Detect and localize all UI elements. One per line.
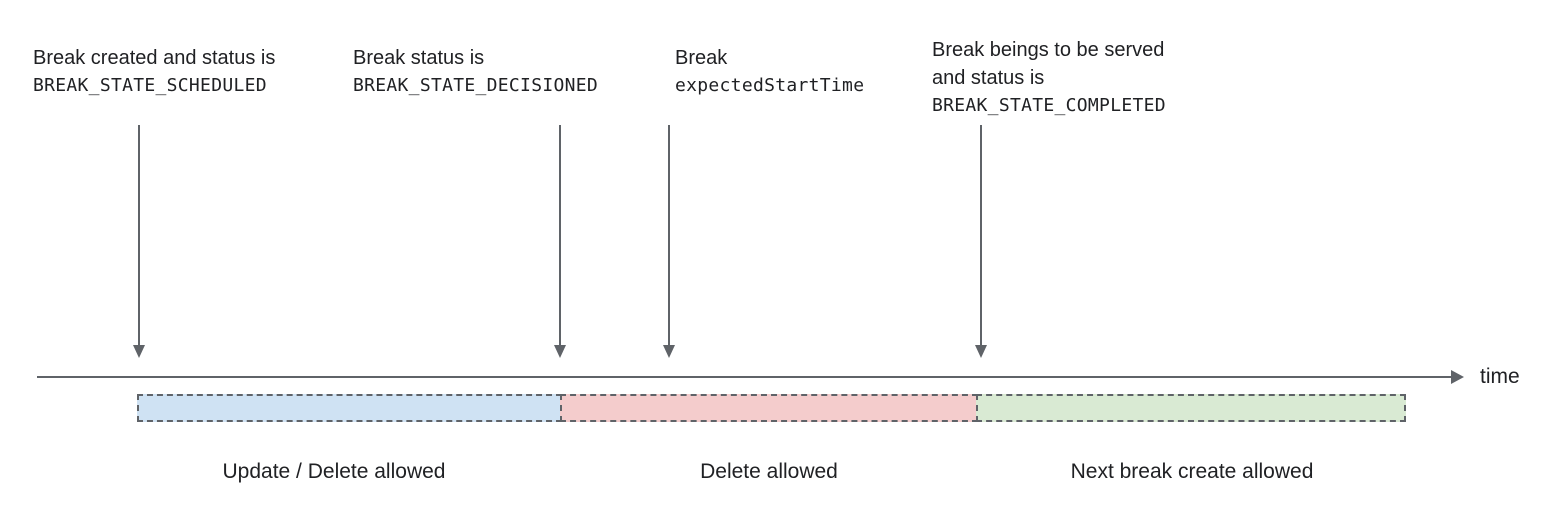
annotation-text: Break beings to be served	[932, 39, 1165, 61]
annotation-text: Break created and status is	[33, 47, 276, 69]
segment-label: Delete allowed	[700, 460, 838, 483]
annotation-code: BREAK_STATE_DECISIONED	[353, 75, 599, 96]
segment-update-delete-allowed	[137, 394, 562, 422]
arrowhead-down-icon	[133, 345, 145, 358]
annotation-break-completed: Break beings to be served and status is …	[932, 36, 1166, 120]
annotation-text: Break	[675, 47, 728, 69]
annotation-code: BREAK_STATE_SCHEDULED	[33, 75, 267, 96]
segment-delete-allowed	[560, 394, 978, 422]
down-arrow-decisioned	[554, 125, 566, 358]
annotation-code: expectedStartTime	[675, 75, 865, 96]
annotation-break-scheduled: Break created and status is BREAK_STATE_…	[33, 44, 275, 100]
down-arrow-completed	[975, 125, 987, 358]
time-axis	[37, 370, 1464, 384]
down-arrow-expected-start	[663, 125, 675, 358]
arrowhead-right-icon	[1451, 370, 1464, 384]
arrowhead-down-icon	[975, 345, 987, 358]
segment-label: Next break create allowed	[1070, 460, 1314, 483]
annotation-break-decisioned: Break status is BREAK_STATE_DECISIONED	[353, 44, 598, 100]
annotation-code: BREAK_STATE_COMPLETED	[932, 95, 1166, 116]
annotation-expected-start-time: Break expectedStartTime	[675, 44, 864, 100]
down-arrow-scheduled	[133, 125, 145, 358]
time-axis-label: time	[1480, 365, 1520, 388]
annotation-text: Break status is	[353, 47, 485, 69]
arrowhead-down-icon	[663, 345, 675, 358]
annotation-text: and status is	[932, 67, 1045, 89]
segment-label: Update / Delete allowed	[222, 460, 446, 483]
arrowhead-down-icon	[554, 345, 566, 358]
segment-next-break-create-allowed	[976, 394, 1406, 422]
